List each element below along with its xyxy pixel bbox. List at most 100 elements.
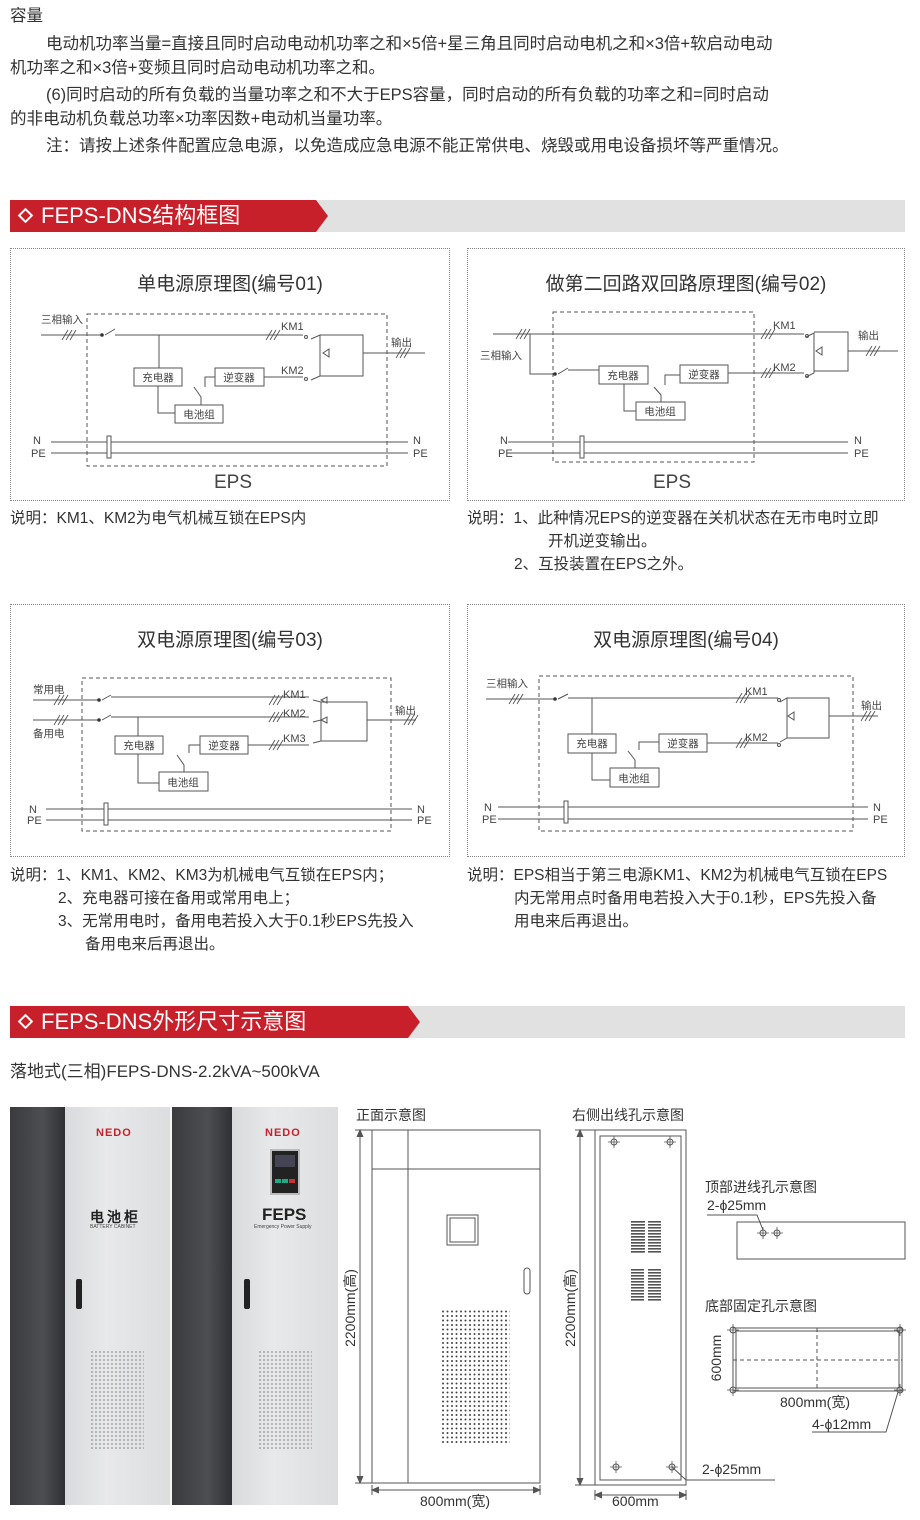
svg-text:PE: PE (31, 448, 46, 460)
svg-text:KM1: KM1 (773, 320, 796, 332)
section-title-text: FEPS-DNS外形尺寸示意图 (41, 1009, 307, 1034)
diagram-note: 说明：EPS相当于第三电源KM1、KM2为机械电气互锁在EPS (467, 867, 888, 884)
svg-text:N: N (484, 802, 492, 814)
door-handle (76, 1279, 82, 1309)
svg-text:EPS: EPS (653, 472, 691, 493)
diagram-title: 单电源原理图(编号01) (137, 274, 323, 295)
svg-text:充电器: 充电器 (607, 369, 639, 382)
top-view-title: 顶部进线孔示意图 (705, 1179, 817, 1195)
circuit-diagram-01: 充电器 逆变器 电池组 三相输入 KM1 KM2 输出 NPE NPE EPS (31, 313, 428, 493)
circuit-diagram-03: 充电器 逆变器 电池组 常用电 备用电 KM1 KM2 KM3 输出 NPE N… (27, 677, 432, 832)
feps-en: Emergency Power Supply (254, 1224, 312, 1230)
svg-text:KM2: KM2 (283, 708, 306, 720)
bottom-view-title: 底部固定孔示意图 (705, 1298, 817, 1314)
section-title: FEPS-DNS外形尺寸示意图 (10, 1006, 420, 1038)
svg-text:电池组: 电池组 (618, 772, 650, 785)
diagram-03: 双电源原理图(编号03) 充电器 逆变器 电池组 常用电 备用电 KM1 KM2… (10, 604, 450, 857)
svg-text:输出: 输出 (858, 329, 879, 342)
section-title-text: FEPS-DNS结构框图 (41, 203, 241, 228)
front-vent (440, 1310, 510, 1445)
svg-text:N: N (29, 804, 37, 816)
section-banner-dimensions: FEPS-DNS外形尺寸示意图 (10, 1006, 905, 1038)
diagram-title: 双电源原理图(编号03) (137, 630, 323, 651)
km1-label: KM1 (281, 321, 304, 333)
diagram-title: 双电源原理图(编号04) (593, 630, 779, 651)
front-height-label: 2200mm(高) (342, 1269, 358, 1347)
intro-line: 电动机功率当量=直接且同时启动电动机功率之和×5倍+星三角且同时启动电机之和×3… (46, 35, 773, 53)
svg-text:N: N (417, 804, 425, 816)
door-handle (244, 1279, 250, 1309)
front-outline (371, 1129, 541, 1484)
interlock-mark (322, 348, 330, 358)
section-title: FEPS-DNS结构框图 (10, 200, 328, 232)
side-height-label: 2200mm(高) (562, 1269, 578, 1347)
svg-text:PE: PE (413, 448, 428, 460)
n-pe-lines (51, 441, 408, 454)
svg-text:备用电: 备用电 (33, 727, 65, 740)
svg-text:N: N (873, 802, 881, 814)
bottom-depth-label: 600mm (708, 1334, 724, 1382)
svg-text:逆变器: 逆变器 (208, 739, 240, 752)
side-depth-label: 600mm (612, 1493, 659, 1509)
diagram-note: 用电来后再退出。 (514, 913, 639, 930)
diagram-note: 内无常用点时备用电若投入大于0.1秒，EPS先投入备 (514, 890, 877, 907)
circuit-diagram-04: 充电器 逆变器 电池组 三相输入 KM1 KM2 输出 NPE NPE (482, 675, 888, 832)
bottom-width-label: 800mm(宽) (780, 1394, 851, 1410)
intro-line: 机功率之和×3倍+变频且同时启动电动机功率之和。 (10, 59, 385, 77)
svg-text:PE: PE (482, 814, 497, 826)
model-subtitle: 落地式(三相)FEPS-DNS-2.2kVA~500kVA (10, 1062, 320, 1081)
section-banner-structure: FEPS-DNS结构框图 (10, 200, 905, 232)
svg-text:常用电: 常用电 (33, 683, 65, 696)
svg-text:电池组: 电池组 (644, 405, 676, 418)
bottom-holes-label: 4-ϕ12mm (812, 1416, 872, 1432)
svg-text:逆变器: 逆变器 (667, 737, 699, 750)
front-width-label: 800mm(宽) (420, 1493, 491, 1509)
side-holes-label: 2-ϕ25mm (702, 1461, 762, 1477)
svg-text:逆变器: 逆变器 (688, 368, 720, 381)
vent-grille (258, 1350, 312, 1450)
intro-note: 注：请按上述条件配置应急电源，以免造成应急电源不能正常供电、烧毁或用电设备损坏等… (46, 137, 789, 155)
battery-cabinet-label: 电池柜 (90, 1209, 141, 1225)
svg-text:N: N (33, 435, 41, 447)
feps-label: FEPS (262, 1205, 307, 1224)
diagram-note: 开机逆变输出。 (548, 533, 657, 550)
diagram-note: 说明：1、KM1、KM2、KM3为机械电气互锁在EPS内； (10, 867, 394, 884)
svg-text:KM2: KM2 (745, 732, 768, 744)
intro-line: 的非电动机负载总功率×功率因数+电动机当量功率。 (10, 110, 393, 128)
diagram-note: 2、充电器可接在备用或常用电上； (58, 890, 300, 907)
front-view-title: 正面示意图 (356, 1107, 426, 1123)
svg-text:N: N (413, 435, 421, 447)
diagram-04: 双电源原理图(编号04) 充电器 逆变器 电池组 三相输入 KM1 KM2 输出… (467, 604, 905, 857)
input-line (41, 328, 303, 336)
transfer-switch (310, 334, 425, 381)
svg-text:KM3: KM3 (283, 733, 306, 745)
inverter-label: 逆变器 (223, 371, 255, 384)
battery-cabinet-en: BATTERY CABINET (90, 1224, 136, 1230)
eps-label: EPS (214, 472, 252, 493)
svg-text:三相输入: 三相输入 (486, 677, 528, 690)
svg-text:PE: PE (854, 448, 869, 460)
inverter-box (214, 367, 265, 387)
diagram-02: 做第二回路双回路原理图(编号02) 充电器 逆变器 电池组 三相输入 KM1 K… (467, 248, 905, 501)
svg-text:KM1: KM1 (283, 689, 306, 701)
brand-logo: NEDO (265, 1127, 301, 1139)
svg-text:三相输入: 三相输入 (480, 349, 522, 362)
diagram-note: 3、无常用电时，备用电若投入大于0.1秒EPS先投入 (58, 913, 414, 930)
diagram-note: 备用电来后再退出。 (85, 936, 225, 953)
svg-text:输出: 输出 (395, 704, 416, 717)
svg-text:输出: 输出 (861, 699, 882, 712)
battery-label: 电池组 (183, 408, 215, 421)
svg-text:N: N (854, 435, 862, 447)
output-label: 输出 (391, 336, 412, 349)
diagram-note: 说明：1、此种情况EPS的逆变器在关机状态在无市电时立即 (467, 510, 879, 527)
diagram-01: 单电源原理图(编号01) 充电器 逆变器 电池组 三相输入 KM1 KM2 输出… (10, 248, 450, 501)
vent-grille (90, 1350, 144, 1450)
intro-heading: 容量 (10, 7, 43, 25)
side-view-title: 右侧出线孔示意图 (572, 1107, 684, 1123)
circuit-diagram-02: 充电器 逆变器 电池组 三相输入 KM1 KM2 输出 NPE NPE EPS (480, 311, 898, 493)
intro-line: (6)同时启动的所有负载的当量功率之和不大于EPS容量，同时启动的所有负载的功率… (46, 86, 769, 104)
eps-boundary (86, 313, 388, 467)
top-holes-label: 2-ϕ25mm (707, 1197, 767, 1213)
svg-text:PE: PE (417, 815, 432, 827)
svg-text:KM2: KM2 (773, 362, 796, 374)
